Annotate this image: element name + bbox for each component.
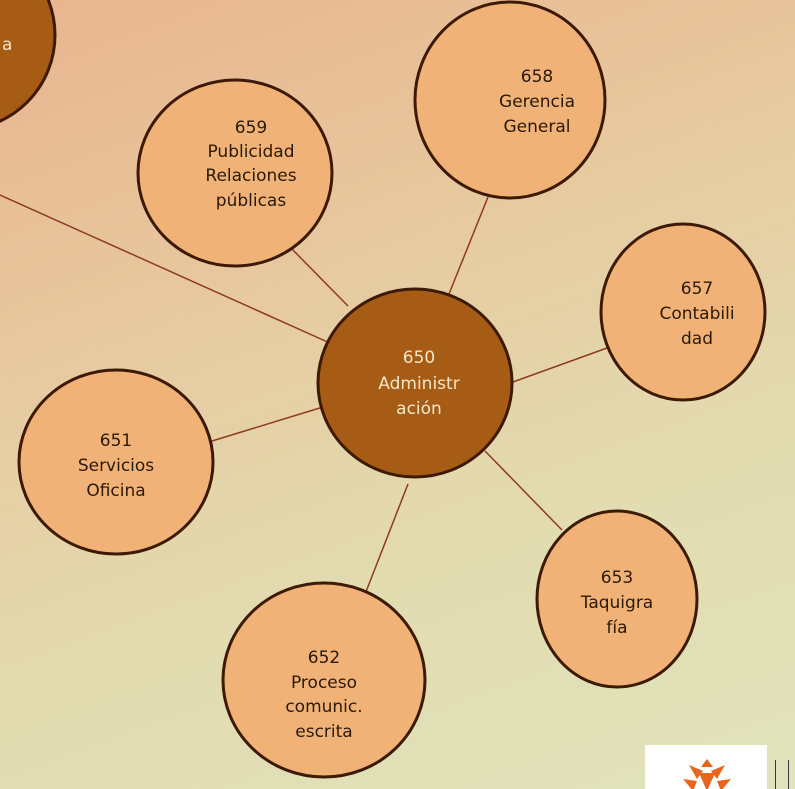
node-652-line3: escrita bbox=[295, 722, 352, 742]
connector-652 bbox=[361, 483, 409, 603]
node-653-code: 653 bbox=[601, 568, 633, 588]
node-659[interactable]: 659 Publicidad Relaciones públicas bbox=[136, 78, 334, 268]
node-650-center[interactable]: 650 Administr ación bbox=[316, 287, 514, 479]
node-650-line1: Administr bbox=[378, 374, 459, 394]
node-partial-label: a bbox=[2, 35, 12, 55]
connector-partial bbox=[0, 194, 333, 345]
node-652-code: 652 bbox=[308, 648, 340, 668]
connectors bbox=[0, 194, 608, 603]
node-659-code: 659 bbox=[235, 118, 267, 138]
node-652-circle bbox=[221, 581, 427, 779]
node-652-line1: Proceso bbox=[291, 673, 357, 693]
node-650-circle bbox=[316, 287, 514, 479]
connector-651 bbox=[211, 406, 324, 442]
node-650-line2: ación bbox=[396, 399, 442, 419]
node-651-line1: Servicios bbox=[78, 456, 154, 476]
connector-657 bbox=[512, 347, 608, 383]
node-657-code: 657 bbox=[681, 279, 713, 299]
connector-659 bbox=[288, 245, 349, 307]
connector-653 bbox=[484, 450, 563, 531]
node-653-line1: Taquigra bbox=[580, 593, 653, 613]
node-657-line2: dad bbox=[681, 329, 713, 349]
node-657-line1: Contabili bbox=[659, 304, 734, 324]
node-659-line2: Relaciones bbox=[205, 166, 296, 186]
flame-logo-icon bbox=[683, 759, 731, 789]
node-658-code: 658 bbox=[521, 67, 553, 87]
node-652[interactable]: 652 Proceso comunic. escrita bbox=[221, 581, 427, 779]
node-657[interactable]: 657 Contabili dad bbox=[599, 222, 767, 402]
node-652-line2: comunic. bbox=[285, 697, 362, 717]
connector-658 bbox=[448, 196, 489, 295]
node-657-circle bbox=[599, 222, 767, 402]
node-658-line1: Gerencia bbox=[499, 92, 575, 112]
node-659-circle bbox=[136, 78, 334, 268]
node-659-line1: Publicidad bbox=[207, 142, 294, 162]
node-653-line2: fía bbox=[606, 618, 627, 638]
node-658[interactable]: 658 Gerencia General bbox=[413, 0, 607, 200]
node-partial-circle bbox=[0, 0, 57, 123]
node-659-line3: públicas bbox=[216, 191, 287, 211]
edge-mark-decoration bbox=[775, 760, 789, 789]
node-658-line2: General bbox=[504, 117, 571, 137]
node-651-code: 651 bbox=[100, 431, 132, 451]
node-651-circle bbox=[17, 368, 215, 556]
node-653[interactable]: 653 Taquigra fía bbox=[535, 509, 699, 689]
node-651-line2: Oficina bbox=[86, 481, 145, 501]
brand-logo bbox=[645, 745, 767, 789]
node-651[interactable]: 651 Servicios Oficina bbox=[17, 368, 215, 556]
node-653-circle bbox=[535, 509, 699, 689]
node-658-circle bbox=[413, 0, 607, 200]
node-partial: a bbox=[0, 0, 57, 123]
node-650-code: 650 bbox=[403, 348, 435, 368]
